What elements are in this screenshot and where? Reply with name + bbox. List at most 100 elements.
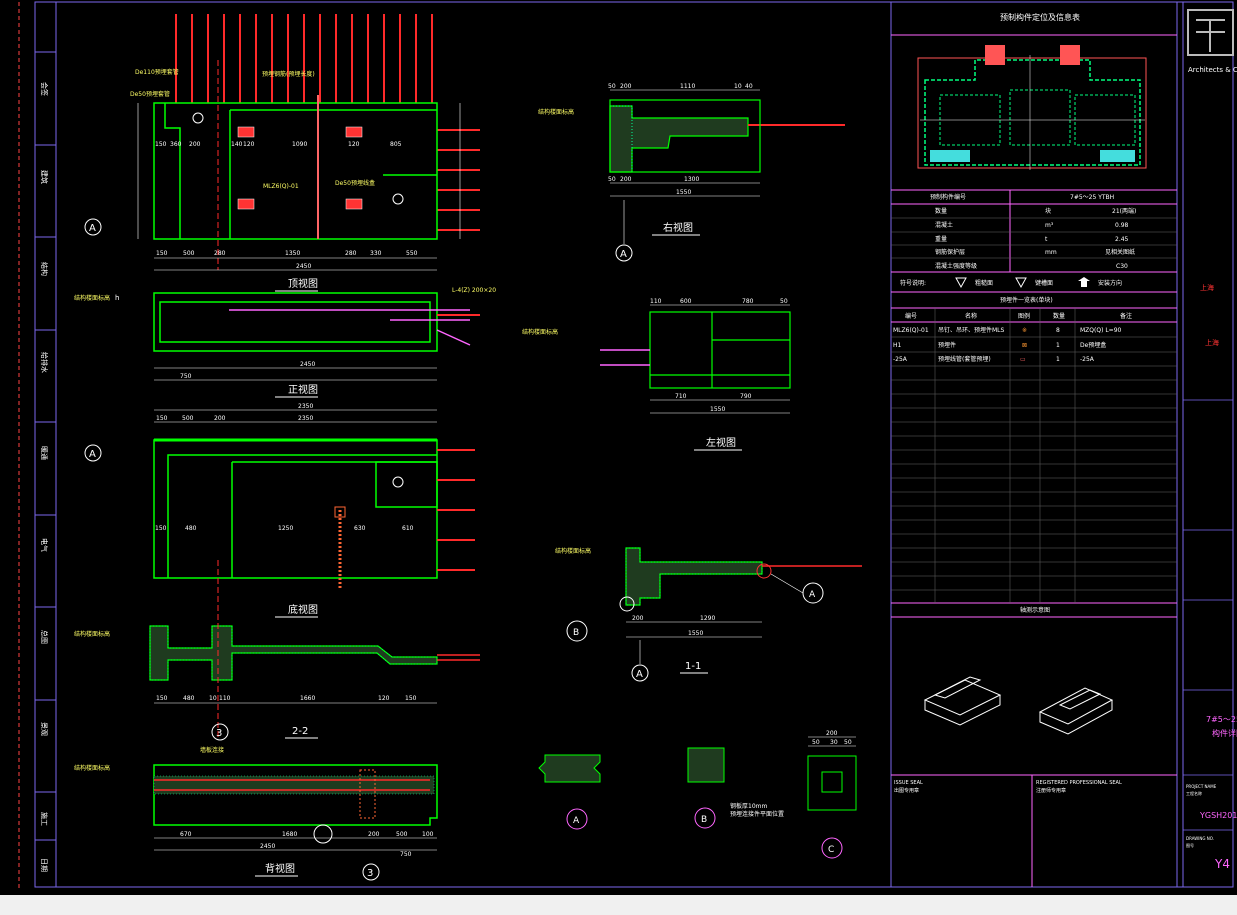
embed-r1-3: 1 xyxy=(1056,342,1060,349)
top-upper-6: 120 xyxy=(348,141,360,148)
embed-r1-2: ⊠ xyxy=(1022,342,1027,349)
back-dim-2: 200 xyxy=(368,831,380,838)
strip-sheet-no: Y4 xyxy=(1214,857,1230,871)
top-note-reinf: 预埋钢筋(预埋长度) xyxy=(262,70,315,78)
section-2-2[interactable]: 结构楼面标高 150 480 10 110 1660 120 150 3 2-2 xyxy=(74,560,480,741)
s11-callout-b: B xyxy=(573,628,579,638)
info-row4-name: 混凝土强度等级 xyxy=(935,262,977,270)
strip-cell-9: 日期 xyxy=(40,858,48,872)
detail-b[interactable]: B xyxy=(687,747,725,829)
strip-red-1: 上海 xyxy=(1200,283,1214,292)
sec22-dim-1: 480 xyxy=(183,695,195,702)
bottom-up-3: 2350 xyxy=(298,415,313,422)
s11-title: 1-1 xyxy=(685,661,701,672)
front-view-title: 正视图 xyxy=(288,383,318,396)
s11-dim-0: 200 xyxy=(632,615,644,622)
back-dim-total: 2450 xyxy=(260,843,275,850)
sec22-title: 2-2 xyxy=(292,726,308,737)
strip-label-3: 图号 xyxy=(1186,842,1194,848)
sheet-frame xyxy=(18,1,1234,890)
top-upper-7: 805 xyxy=(390,141,402,148)
strip-label-0: PROJECT NAME xyxy=(1186,784,1217,789)
reg-seal: REGISTERED PROFESSIONAL SEAL xyxy=(1036,780,1122,786)
embed-r2-3: 1 xyxy=(1056,356,1060,363)
left-top-2: 780 xyxy=(742,298,754,305)
detc-note2: 预埋连接件平面位置 xyxy=(730,810,784,818)
sec22-dim-3: 110 xyxy=(219,695,231,702)
embed-r2-0: -25A xyxy=(893,356,908,363)
back-view[interactable]: 结构楼面标高 墙板连接 670 1680 200 500 100 2450 75… xyxy=(74,746,438,881)
strip-drawing-no: YGSH201 xyxy=(1199,811,1237,820)
strip-cell-6: 总图 xyxy=(40,630,49,644)
sec22-struct-elev: 结构楼面标高 xyxy=(74,630,110,638)
detail-c[interactable]: 200 50 30 50 钢板厚10mm 预埋连接件平面位置 C xyxy=(730,730,857,859)
top-upper-1: 360 xyxy=(170,141,182,148)
schedule-panel[interactable]: 预制构件定位及信息表 预制构件编号 7#5～25 YTBH 数量 块 21(两端… xyxy=(891,12,1177,887)
front-struct-elev: 结构楼面标高 xyxy=(74,294,110,302)
strip-label-1: 工程名称 xyxy=(1186,790,1202,796)
info-row1-name: 混凝土 xyxy=(935,221,953,229)
left-view[interactable]: 结构楼面标高 110 600 780 50 710 790 1550 左视图 xyxy=(522,298,791,451)
s11-dim-2: 1550 xyxy=(688,630,703,637)
legend-item-1: 键槽面 xyxy=(1035,279,1053,287)
top-view-title: 顶视图 xyxy=(288,277,318,290)
detail-a-label: A xyxy=(573,816,580,826)
embed-r2-2: ▭ xyxy=(1020,356,1026,363)
top-dim-total: 2450 xyxy=(296,263,311,270)
back-view-title: 背视图 xyxy=(265,862,295,875)
right-bot-1: 200 xyxy=(620,176,632,183)
strip-cell-7: 景观 xyxy=(40,722,48,736)
front-view[interactable]: 结构楼面标高 h L-4(Z) 200×20 750 2450 正视图 xyxy=(74,287,496,398)
right-strip[interactable]: Architects & Consultants 上海 上海 7#5～25 构件… xyxy=(1183,9,1237,871)
sec22-dim-2: 10 xyxy=(209,695,217,702)
right-struct-elev: 结构楼面标高 xyxy=(538,108,574,116)
issue-seal: ISSUE SEAL xyxy=(894,780,923,786)
bottom-low-3: 630 xyxy=(354,525,366,532)
strip-cell-3: 给排水 xyxy=(40,352,49,373)
embed-h-0: 编号 xyxy=(905,312,917,320)
status-bar xyxy=(0,895,1237,915)
issue-seal-cn: 出图专用章 xyxy=(894,787,919,794)
legend-item-0: 粗糙面 xyxy=(975,279,993,287)
embed-r0-3: 8 xyxy=(1056,327,1060,334)
left-top-1: 600 xyxy=(680,298,692,305)
bottom-up-2: 200 xyxy=(214,415,226,422)
sec22-dim-6: 150 xyxy=(405,695,417,702)
right-view[interactable]: 结构楼面标高 50 200 1110 10 40 50 200 1300 155… xyxy=(538,83,845,262)
embed-h-2: 图例 xyxy=(1018,312,1030,320)
top-view[interactable]: A 150 500 280 1350 280 330 550 2450 150 … xyxy=(84,14,480,292)
left-total: 1550 xyxy=(710,406,725,413)
embed-r0-2: ※ xyxy=(1022,327,1027,334)
sec22-dim-5: 120 xyxy=(378,695,390,702)
front-dim-b: 2450 xyxy=(300,361,315,368)
right-axis-a: A xyxy=(620,249,627,260)
info-row2-name: 重量 xyxy=(935,235,947,243)
embed-h-4: 备注 xyxy=(1120,312,1132,320)
bottom-low-2: 1250 xyxy=(278,525,293,532)
bottom-low-4: 610 xyxy=(402,525,414,532)
bottom-view[interactable]: A 2350 150 500 200 2350 150 480 1250 630… xyxy=(84,403,475,618)
sec22-axis-3: 3 xyxy=(216,728,222,739)
iso-title: 轴测示意图 xyxy=(1020,606,1050,614)
left-view-title: 左视图 xyxy=(706,436,736,449)
strip-cell-1: 建筑 xyxy=(40,170,49,184)
info-row4-val: C30 xyxy=(1116,263,1128,270)
front-dim-a: 750 xyxy=(180,373,192,380)
embed-title: 预埋件一览表(单块) xyxy=(1000,296,1053,304)
detail-b-label: B xyxy=(701,815,707,825)
back-struct-elev: 结构楼面标高 xyxy=(74,764,110,772)
detail-a[interactable]: A xyxy=(538,754,601,830)
strip-label-2: DRAWING NO. xyxy=(1186,836,1214,841)
top-view-rebars xyxy=(175,14,480,231)
left-bot-1: 790 xyxy=(740,393,752,400)
embed-r1-0: H1 xyxy=(893,342,902,349)
bottom-low-0: 150 xyxy=(155,525,167,532)
top-dim-5: 330 xyxy=(370,250,382,257)
right-view-title: 右视图 xyxy=(663,221,693,234)
right-top-2: 1110 xyxy=(680,83,695,90)
embed-r1-1: 预埋件 xyxy=(938,341,956,349)
cad-drawing-canvas[interactable]: 会签 建筑 结构 给排水 暖通 电气 总图 景观 施工 日期 xyxy=(0,0,1237,895)
strip-cell-0: 会签 xyxy=(40,82,49,96)
section-1-1[interactable]: A B 结构楼面标高 200 1290 1550 A 1-1 xyxy=(555,547,862,682)
top-upper-4: 120 xyxy=(243,141,255,148)
